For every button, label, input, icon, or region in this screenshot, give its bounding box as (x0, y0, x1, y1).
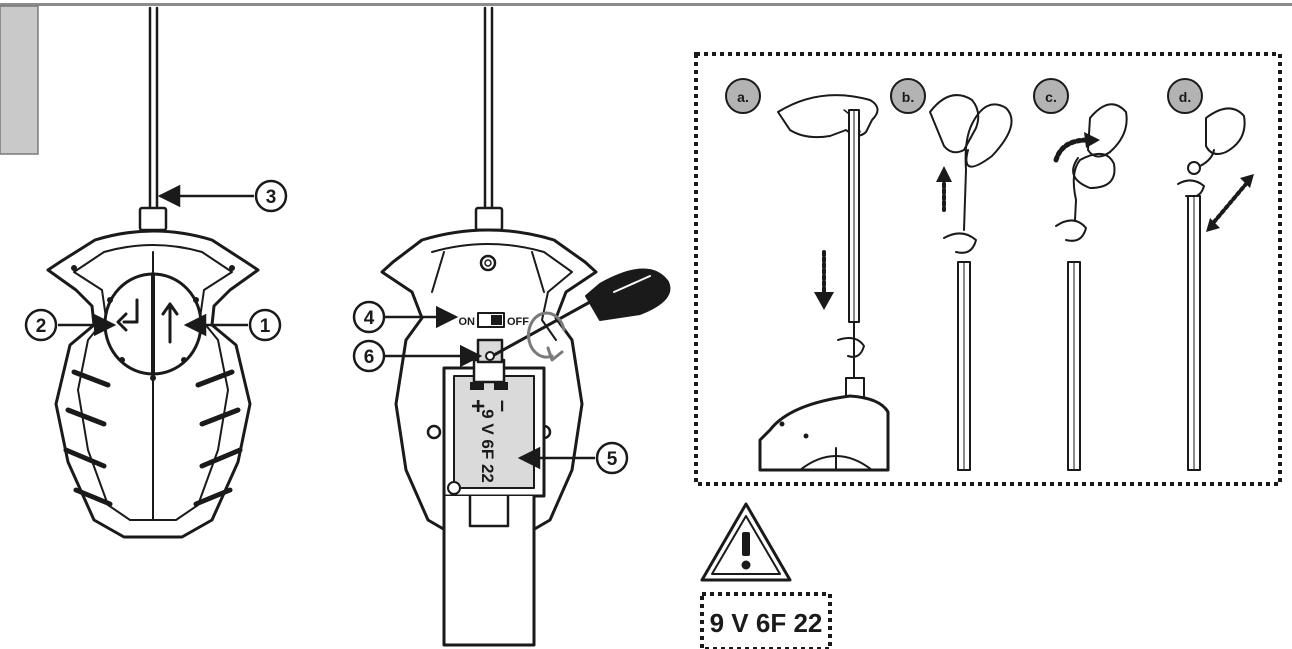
step-b-label: b. (902, 89, 914, 105)
callout-6: 6 (352, 339, 483, 373)
callout-3-label: 3 (266, 187, 277, 208)
step-d-badge: d. (1167, 78, 1203, 114)
step-a-label: a. (737, 89, 749, 105)
step-b-badge: b. (890, 78, 926, 114)
step-d-illustration (1177, 107, 1254, 471)
warning-battery-box (700, 592, 832, 649)
side-tab (0, 5, 39, 155)
callout-5: 5 (517, 441, 629, 475)
battery-plus: + (464, 399, 491, 413)
callout-2-label: 2 (36, 316, 47, 337)
warning-battery-label: 9 V 6F 22 (710, 608, 823, 638)
step-d-label: d. (1179, 89, 1191, 105)
callout-3: 3 (157, 179, 288, 213)
callout-5-label: 5 (607, 449, 618, 470)
switch-off-label: OFF (507, 316, 529, 328)
battery-model: 9 V 6F 22 (478, 409, 497, 483)
callout-4-label: 4 (364, 308, 375, 329)
step-c-badge: c. (1033, 78, 1069, 114)
callout-4: 4 (352, 300, 459, 334)
battery-minus: – (491, 400, 516, 412)
step-c-illustration (1053, 103, 1128, 471)
step-a-illustration (758, 94, 890, 472)
warning-triangle-icon (700, 502, 792, 582)
callout-1: 1 (183, 308, 282, 342)
controller-front (46, 6, 260, 539)
step-a-badge: a. (725, 78, 761, 114)
switch-on-label: ON (459, 316, 476, 328)
callout-1-label: 1 (260, 316, 271, 337)
callout-2: 2 (24, 308, 117, 342)
steps-panel (694, 52, 1282, 486)
callout-6-label: 6 (364, 347, 375, 368)
step-b-illustration (929, 94, 1013, 471)
step-c-label: c. (1045, 89, 1057, 105)
battery-markings: – + 9 V 6F 22 (464, 399, 516, 483)
